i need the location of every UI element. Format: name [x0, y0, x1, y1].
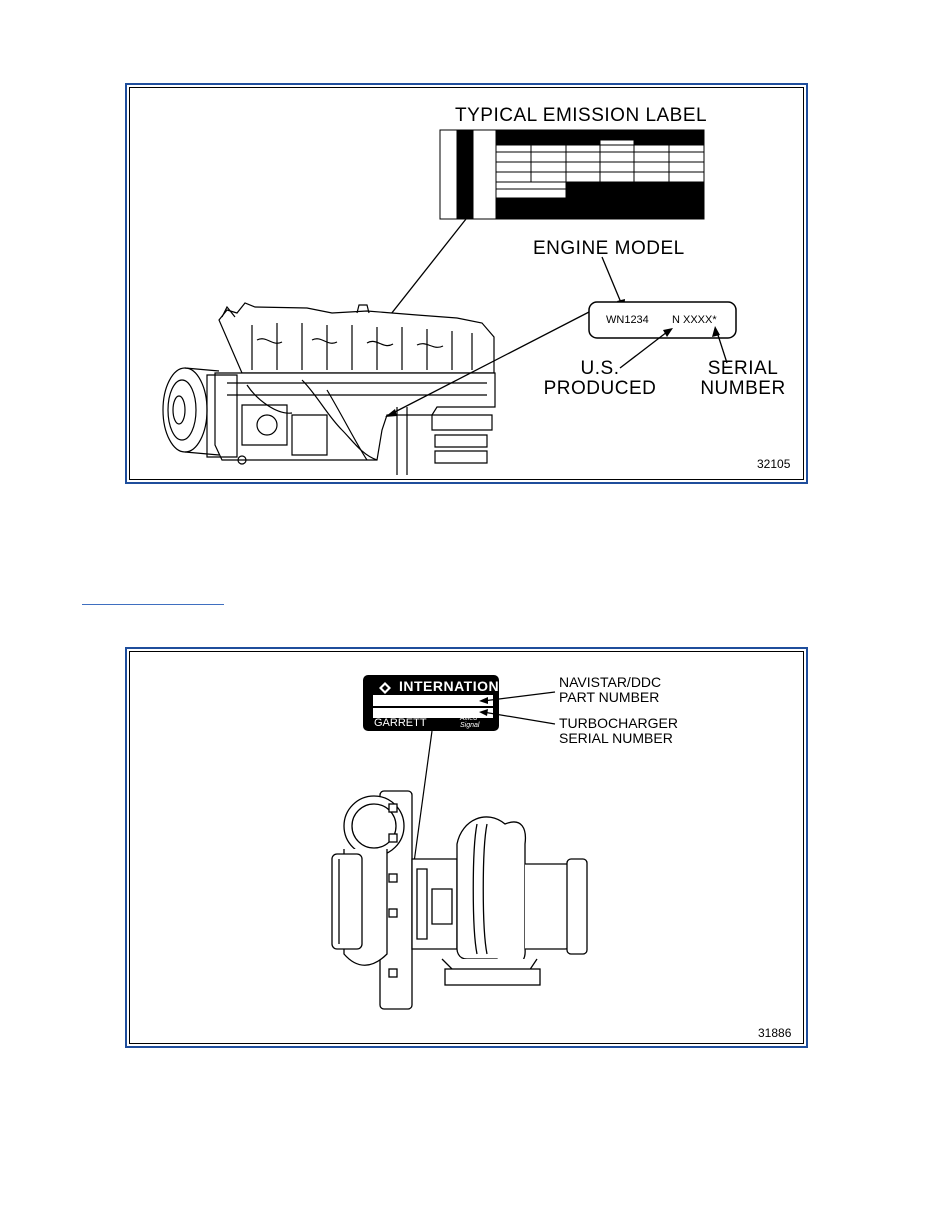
turbocharger-illustration: [331, 675, 588, 1010]
plate-brand-text: INTERNATIONAL: [399, 678, 519, 694]
tag-serial-number: N XXXX*: [672, 314, 717, 326]
section-link-rule[interactable]: [82, 604, 224, 605]
serial-line1: SERIAL: [707, 358, 779, 379]
emission-label-table: [439, 129, 705, 220]
part-line1: NAVISTAR/DDC: [559, 674, 662, 690]
part-line2: PART NUMBER: [559, 689, 660, 705]
part-number-label: NAVISTAR/DDC PART NUMBER: [559, 675, 661, 705]
plate-garrett-text: GARRETT: [374, 717, 427, 729]
turbo-serial-line2: SERIAL NUMBER: [559, 730, 673, 746]
turbo-data-plate: [363, 675, 499, 731]
plate-allied-logo: Allied Signal: [460, 715, 479, 729]
turbocharger-label-figure: INTERNATIONAL GARRETT Allied Signal NAVI…: [125, 647, 808, 1048]
turbo-serial-label: TURBOCHARGER SERIAL NUMBER: [559, 716, 678, 746]
turbocharger-drawing: [331, 790, 588, 1010]
emission-label-figure: TYPICAL EMISSION LABEL ENGINE MODEL WN12…: [125, 83, 808, 484]
turbo-serial-line1: TURBOCHARGER: [559, 715, 679, 731]
us-produced-line1: U.S.: [580, 358, 620, 379]
serial-number-label: SERIAL NUMBER: [695, 359, 791, 399]
us-produced-line2: PRODUCED: [543, 378, 657, 399]
figure-number: 31886: [758, 1026, 792, 1040]
engine-id-tag: [588, 301, 737, 339]
tag-model-number: WN1234: [606, 314, 649, 326]
engine-drawing: [162, 302, 496, 475]
allied-line2: Signal: [460, 722, 480, 729]
serial-line2: NUMBER: [700, 378, 786, 399]
figure-number: 32105: [757, 457, 791, 471]
emission-label-title: TYPICAL EMISSION LABEL: [455, 105, 708, 126]
engine-illustration: [162, 129, 737, 475]
allied-line1: Allied: [460, 715, 478, 722]
us-produced-label: U.S. PRODUCED: [540, 359, 660, 399]
engine-model-label: ENGINE MODEL: [533, 238, 685, 259]
